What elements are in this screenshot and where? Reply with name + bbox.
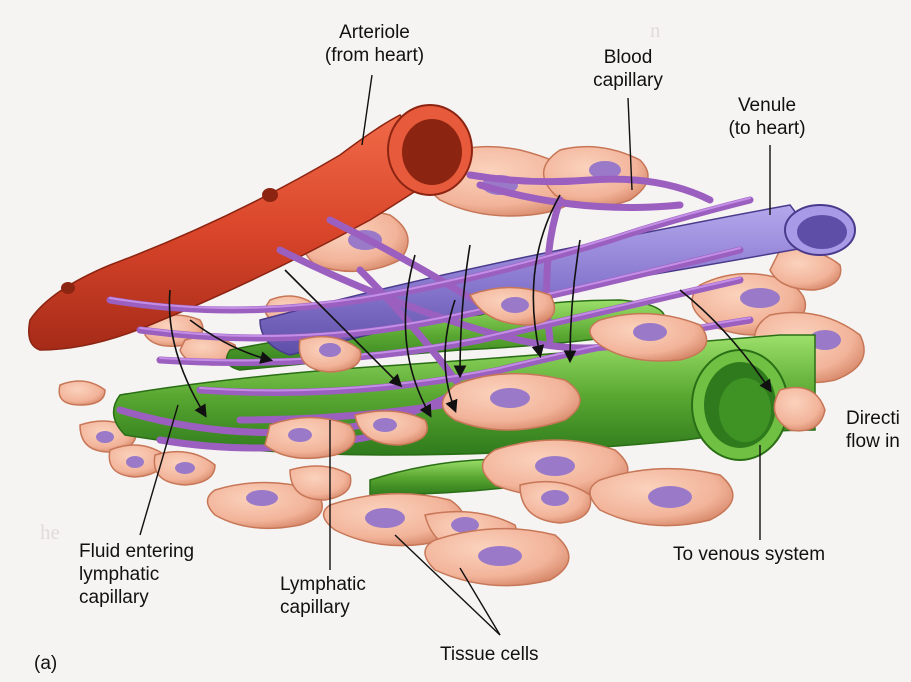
blood-capillary-label: Blood capillary — [578, 46, 678, 92]
panel-label: (a) — [34, 652, 57, 675]
fluid-entering-label: Fluid entering lymphatic capillary — [79, 540, 194, 609]
arteriole-label: Arteriole (from heart) — [312, 21, 437, 67]
lymphatic-capillary-label: Lymphatic capillary — [280, 573, 366, 619]
tissue-cells-label: Tissue cells — [440, 643, 539, 666]
to-venous-system-label: To venous system — [673, 543, 825, 566]
venule-label: Venule (to heart) — [712, 94, 822, 140]
direction-of-flow-label: Directi flow in — [846, 407, 900, 453]
